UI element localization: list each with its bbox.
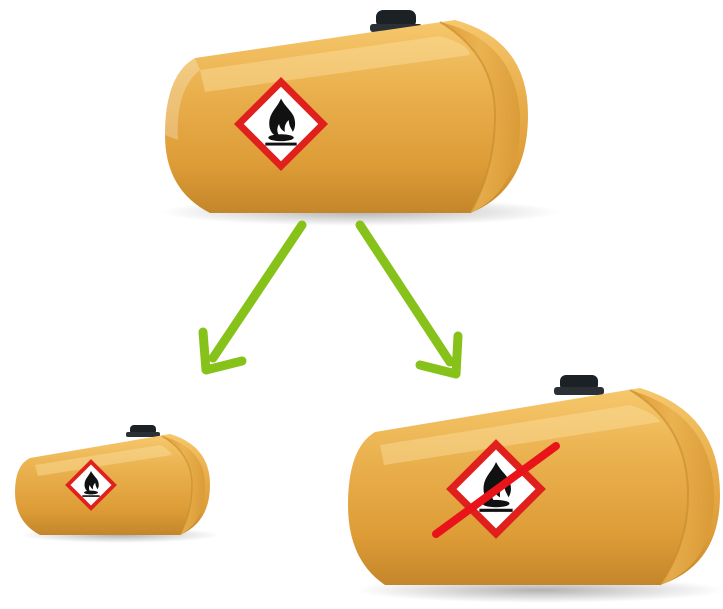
left-result-tank [15, 425, 220, 543]
arrow-to-right [360, 225, 458, 374]
original-tank [160, 10, 560, 226]
right-result-tank [348, 375, 723, 603]
tank-cap-icon [126, 425, 160, 437]
arrow-to-left [203, 225, 302, 370]
tank-cap-icon [554, 375, 604, 395]
